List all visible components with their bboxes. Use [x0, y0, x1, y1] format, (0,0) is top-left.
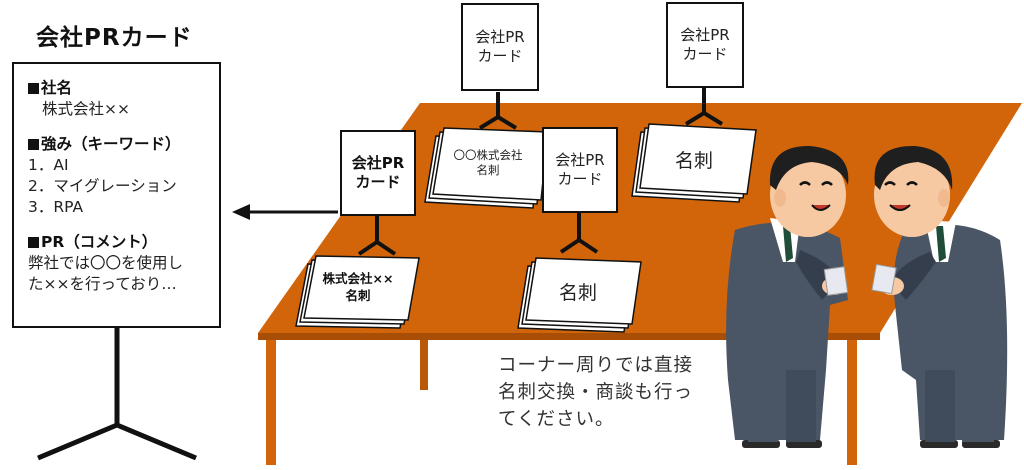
card-stack-3 [295, 255, 420, 329]
company-heading-row: 社名 [28, 78, 219, 99]
card-line: 株式会社×× [322, 271, 394, 286]
businessman-left [726, 145, 849, 448]
pr-heading: PR（コメント） [41, 233, 158, 251]
pr-comment-line: た××を行っており… [28, 275, 177, 293]
pr-heading-row: PR（コメント） [28, 232, 219, 253]
pr-comment-line: 弊社では〇〇を使用し [28, 254, 184, 272]
card-stack-1 [424, 127, 549, 209]
sign-stand-1 [478, 92, 518, 130]
square-bullet-icon [28, 83, 39, 94]
sign-line: カード [682, 45, 728, 63]
business-card-3: 株式会社×× 名刺 [306, 262, 410, 312]
corner-note: コーナー周りでは直接 名刺交換・商談も行っ てください。 [498, 352, 693, 433]
square-bullet-icon [28, 139, 39, 150]
strengths-heading-row: 強み（キーワード） [28, 134, 219, 155]
card-line: 名刺 [558, 281, 597, 304]
strength-item: 1．AI [28, 156, 69, 174]
sign-stand-2 [684, 88, 724, 126]
card-line: 名刺 [476, 163, 500, 177]
arrow-left [232, 204, 338, 220]
businessman-right [871, 145, 1008, 448]
business-card-1: 〇〇株式会社名刺 [436, 138, 540, 188]
square-bullet-icon [28, 237, 39, 248]
note-line: てください。 [498, 409, 615, 430]
big-sign-stand [37, 328, 197, 461]
sign-line: 会社PR [351, 154, 405, 172]
pr-card: 社名 株式会社×× 強み（キーワード） 1．AI 2．マイグレーション 3．RP… [12, 62, 221, 328]
sign-line: 会社PR [475, 28, 525, 46]
sign-line: 会社PR [680, 26, 730, 44]
note-line: コーナー周りでは直接 [498, 355, 694, 376]
sign-line: カード [557, 170, 603, 188]
business-card-2: 名刺 [642, 132, 746, 186]
card-stack-4 [517, 257, 642, 333]
sign-line: カード [477, 47, 523, 65]
sign-line: カード [355, 173, 401, 191]
sign-stand-4 [559, 212, 599, 254]
card-line: 名刺 [345, 288, 371, 303]
card-line: 名刺 [674, 149, 713, 172]
card-line: 〇〇株式会社 [453, 148, 523, 162]
company-value: 株式会社×× [42, 100, 130, 118]
note-line: 名刺交換・商談も行っ [498, 382, 694, 403]
sign-stand-3 [357, 215, 397, 256]
card-stack-2 [631, 123, 757, 203]
business-card-4: 名刺 [526, 264, 630, 318]
strength-item: 3．RPA [28, 198, 84, 216]
company-heading: 社名 [41, 79, 73, 97]
strength-item: 2．マイグレーション [28, 177, 177, 195]
sign-line: 会社PR [555, 151, 605, 169]
strengths-heading: 強み（キーワード） [41, 135, 181, 153]
page-title: 会社PRカード [36, 25, 193, 51]
